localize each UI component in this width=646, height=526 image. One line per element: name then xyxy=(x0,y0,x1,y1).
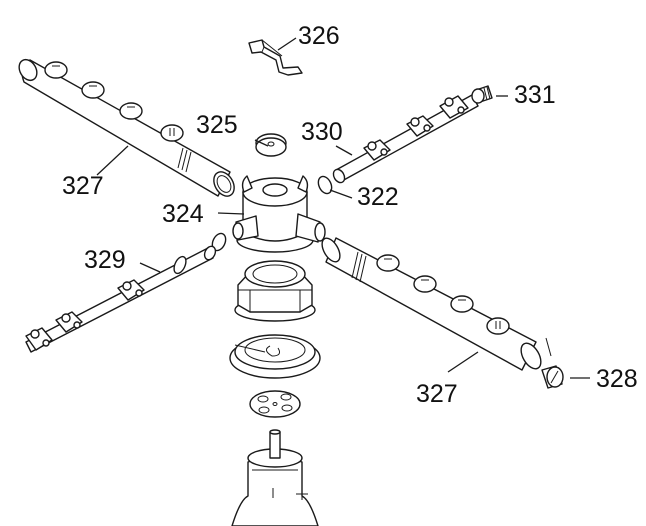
part-331-plug xyxy=(471,85,493,104)
part-324-hub xyxy=(232,175,326,253)
callout-327-upper: 327 xyxy=(62,172,104,200)
base-housing xyxy=(231,429,319,526)
callout-329: 329 xyxy=(84,246,126,274)
hex-nut xyxy=(234,260,316,322)
callout-328: 328 xyxy=(596,365,638,393)
part-322-o-ring xyxy=(317,175,333,195)
callout-326: 326 xyxy=(298,22,340,50)
perforated-disk xyxy=(249,390,301,418)
callout-331: 331 xyxy=(514,81,556,109)
callout-327-lower: 327 xyxy=(416,380,458,408)
seal-disk xyxy=(229,334,321,379)
part-329-spray-arm-lower-left xyxy=(25,245,217,353)
callout-324: 324 xyxy=(162,200,204,228)
part-327-spray-arm-lower-right xyxy=(321,237,542,371)
part-325-washer xyxy=(255,133,287,157)
part-326-bracket xyxy=(248,39,303,76)
part-327-spray-arm-upper-left xyxy=(18,58,235,197)
callout-322: 322 xyxy=(357,183,399,211)
callout-325: 325 xyxy=(196,111,238,139)
leader-lines xyxy=(96,37,590,379)
part-330-spray-arm-upper-right xyxy=(332,94,479,184)
part-328-plug xyxy=(541,337,564,389)
callout-330: 330 xyxy=(301,118,343,146)
